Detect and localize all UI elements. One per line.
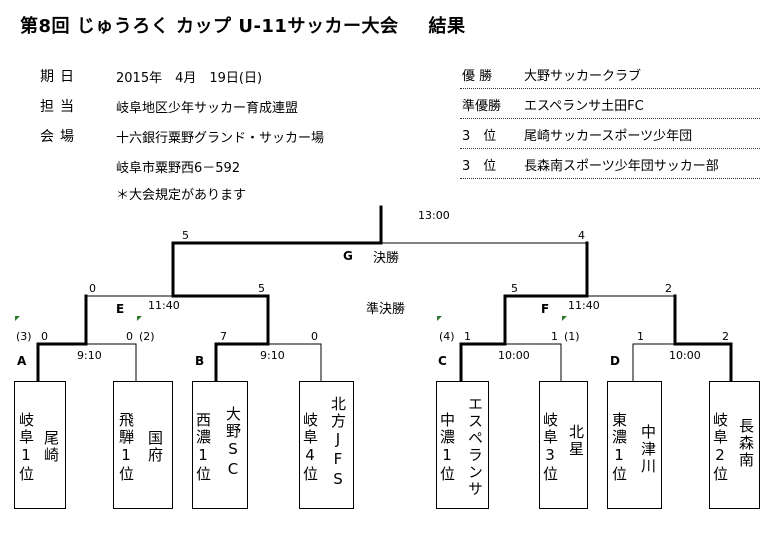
final-time: 13:00 bbox=[418, 209, 450, 222]
result-rank: 準優勝 bbox=[462, 99, 502, 114]
match-c-time: 10:00 bbox=[498, 349, 530, 362]
match-a-time: 9:10 bbox=[77, 349, 102, 362]
team-seed: 東濃1位 bbox=[610, 412, 628, 483]
info-value-venue: 十六銀行粟野グランド・サッカー場 bbox=[116, 131, 325, 146]
result-rank: 3 位 bbox=[462, 159, 497, 174]
final-round-label: 決勝 bbox=[373, 251, 400, 266]
match-b-time: 9:10 bbox=[260, 349, 285, 362]
team-name: 中津川 bbox=[639, 424, 657, 475]
result-rank: 優 勝 bbox=[462, 69, 493, 84]
result-team: 尾崎サッカースポーツ少年団 bbox=[524, 129, 693, 144]
team-box-kokufu: 飛騨1位 国府 bbox=[113, 381, 173, 509]
match-c-score-left: 1 bbox=[464, 330, 471, 343]
match-a-group: A bbox=[17, 354, 27, 368]
semi-f-time: 11:40 bbox=[568, 299, 600, 312]
team-name: 北星 bbox=[567, 424, 585, 458]
match-c-pk-left: (4) bbox=[439, 330, 455, 343]
match-d-time: 10:00 bbox=[669, 349, 701, 362]
final-score-left: 5 bbox=[182, 229, 189, 242]
match-a-score-left: 0 bbox=[41, 330, 48, 343]
info-label-organizer: 担当 bbox=[40, 99, 80, 115]
title-suffix: 結果 bbox=[428, 16, 466, 37]
result-team: エスペランサ土田FC bbox=[524, 99, 644, 114]
team-box-kitagata-jfs: 岐阜4位 北方JFS bbox=[299, 381, 354, 509]
match-c-pk-right: (1) bbox=[564, 330, 580, 343]
match-a-score-right: 0 bbox=[126, 330, 133, 343]
team-box-nagamoriminami: 岐阜2位 長森南 bbox=[709, 381, 760, 509]
team-name: 尾崎 bbox=[42, 430, 60, 464]
team-seed: 岐阜3位 bbox=[541, 412, 559, 483]
team-seed: 西濃1位 bbox=[194, 412, 212, 483]
semi-round-label: 準決勝 bbox=[366, 302, 406, 317]
match-d-group: D bbox=[610, 354, 620, 368]
match-b-group: B bbox=[195, 354, 205, 368]
comment-flag-icon bbox=[15, 316, 20, 321]
team-name: エスペランサ bbox=[466, 396, 484, 498]
team-name: 北方JFS bbox=[329, 396, 347, 490]
final-score-right: 4 bbox=[578, 229, 585, 242]
result-row-third-1: 3 位 尾崎サッカースポーツ少年団 bbox=[460, 120, 760, 149]
result-rank: 3 位 bbox=[462, 129, 497, 144]
semi-e-group: E bbox=[116, 302, 125, 316]
final-group: G bbox=[343, 249, 353, 263]
match-b-score-left: 7 bbox=[220, 330, 227, 343]
team-name: 大野SC bbox=[224, 406, 242, 480]
result-row-champion: 優 勝 大野サッカークラブ bbox=[460, 60, 760, 89]
team-seed: 岐阜4位 bbox=[301, 412, 319, 483]
match-d-score-left: 1 bbox=[637, 330, 644, 343]
title-main: 第8回 じゅうろく カップ U-11サッカー大会 bbox=[20, 16, 399, 37]
team-seed: 飛騨1位 bbox=[117, 412, 135, 483]
team-box-ono-sc: 西濃1位 大野SC bbox=[192, 381, 248, 509]
result-team: 長森南スポーツ少年団サッカー部 bbox=[524, 159, 719, 174]
match-b-score-right: 0 bbox=[311, 330, 318, 343]
team-box-ozaki: 岐阜1位 尾崎 bbox=[14, 381, 66, 509]
team-seed: 岐阜1位 bbox=[17, 412, 35, 483]
match-c-group: C bbox=[438, 354, 447, 368]
comment-flag-icon bbox=[137, 316, 142, 321]
result-team: 大野サッカークラブ bbox=[524, 69, 642, 84]
result-row-third-2: 3 位 長森南スポーツ少年団サッカー部 bbox=[460, 150, 760, 179]
semi-f-group: F bbox=[541, 302, 550, 316]
comment-flag-icon bbox=[562, 316, 567, 321]
team-name: 国府 bbox=[146, 430, 164, 464]
semi-f-score-right: 2 bbox=[665, 282, 672, 295]
match-a-pk-left: (3) bbox=[16, 330, 32, 343]
info-value-date: 2015年 4月 19日(日) bbox=[116, 71, 263, 86]
match-c-score-right: 1 bbox=[551, 330, 558, 343]
team-seed: 中濃1位 bbox=[438, 412, 456, 483]
page-title: 第8回 じゅうろく カップ U-11サッカー大会 結果 bbox=[20, 12, 465, 38]
semi-f-score-left: 5 bbox=[511, 282, 518, 295]
info-value-address: 岐阜市粟野西6－592 bbox=[116, 161, 241, 176]
team-box-esperanza: 中濃1位 エスペランサ bbox=[436, 381, 489, 509]
info-label-venue: 会場 bbox=[40, 129, 80, 145]
team-box-nakatsugawa: 東濃1位 中津川 bbox=[607, 381, 662, 509]
result-row-runner-up: 準優勝 エスペランサ土田FC bbox=[460, 90, 760, 119]
info-value-organizer: 岐阜地区少年サッカー育成連盟 bbox=[116, 101, 299, 116]
semi-e-score-left: 0 bbox=[89, 282, 96, 295]
team-box-hokusei: 岐阜3位 北星 bbox=[539, 381, 588, 509]
match-a-pk-right: (2) bbox=[139, 330, 155, 343]
match-d-score-right: 2 bbox=[722, 330, 729, 343]
info-label-date: 期日 bbox=[40, 69, 80, 85]
rules-note: ＊大会規定があります bbox=[116, 188, 247, 203]
team-name: 長森南 bbox=[737, 418, 755, 469]
team-seed: 岐阜2位 bbox=[711, 412, 729, 483]
comment-flag-icon bbox=[437, 316, 442, 321]
semi-e-time: 11:40 bbox=[148, 299, 180, 312]
semi-e-score-right: 5 bbox=[258, 282, 265, 295]
